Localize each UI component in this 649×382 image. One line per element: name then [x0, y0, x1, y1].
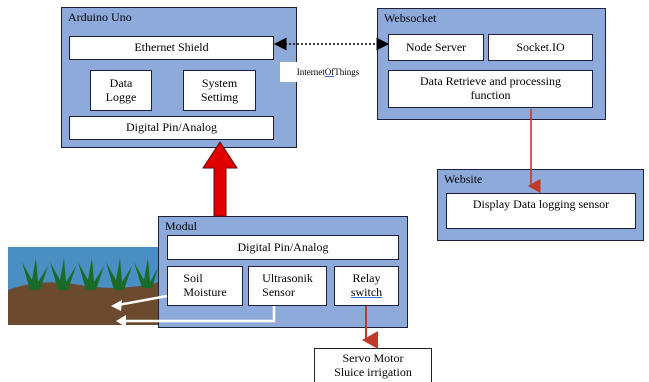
data-logger-line2: Logge — [105, 89, 137, 104]
arduino-uno-title: Arduino Uno — [68, 10, 132, 24]
data-processing-line1: Data Retrieve and processing — [420, 74, 561, 89]
socket-io-label: Socket.IO — [516, 39, 565, 54]
soil-arrowhead — [111, 300, 122, 311]
display-data-label: Display Data logging sensor — [472, 197, 610, 211]
sensor-to-field-arrows — [117, 294, 276, 323]
iot-label-part1: Internet — [296, 67, 325, 77]
data-processing-line2: function — [470, 88, 511, 102]
socket-io-box: Socket.IO — [488, 34, 593, 61]
soil-moisture-line2: Moisture — [183, 285, 227, 299]
system-setting-line1: System — [201, 75, 238, 90]
arduino-digital-pin-box: Digital Pin/Analog — [69, 116, 274, 140]
ultrasonic-arrowhead — [116, 315, 126, 327]
node-server-box: Node Server — [388, 34, 484, 61]
servo-line1: Servo Motor — [342, 350, 404, 365]
data-logger-line1: Data — [109, 75, 133, 90]
ethernet-shield-label: Ethernet Shield — [134, 40, 209, 55]
iot-label-part3: Things — [334, 67, 360, 77]
relay-line1: Relay — [352, 271, 381, 286]
iot-label-part2: Of — [324, 67, 335, 77]
website-title: Website — [444, 172, 483, 186]
display-data-box: Display Data logging sensor — [446, 193, 636, 229]
ethernet-shield-box: Ethernet Shield — [69, 36, 274, 60]
websocket-title: Websocket — [384, 11, 437, 25]
modul-digital-pin-box: Digital Pin/Analog — [167, 235, 399, 260]
relay-line2: switch — [350, 285, 383, 299]
plant-row — [22, 258, 158, 290]
soil-moisture-line1: Soil — [183, 271, 203, 286]
iot-label: Internet Of Things — [280, 62, 376, 82]
ultrasonic-line1: Ultrasonik — [262, 271, 313, 286]
arduino-digital-pin-label: Digital Pin/Analog — [126, 120, 217, 135]
system-setting-line2: Settimg — [200, 89, 239, 104]
node-server-label: Node Server — [405, 39, 467, 54]
modul-to-arduino-arrow — [202, 141, 238, 217]
ultrasonic-line2: Sensor — [262, 285, 295, 299]
servo-line2: Sluice irrigation — [334, 364, 412, 379]
modul-digital-pin-label: Digital Pin/Analog — [237, 239, 329, 254]
soil-ground — [8, 282, 160, 325]
modul-title: Modul — [165, 219, 198, 233]
